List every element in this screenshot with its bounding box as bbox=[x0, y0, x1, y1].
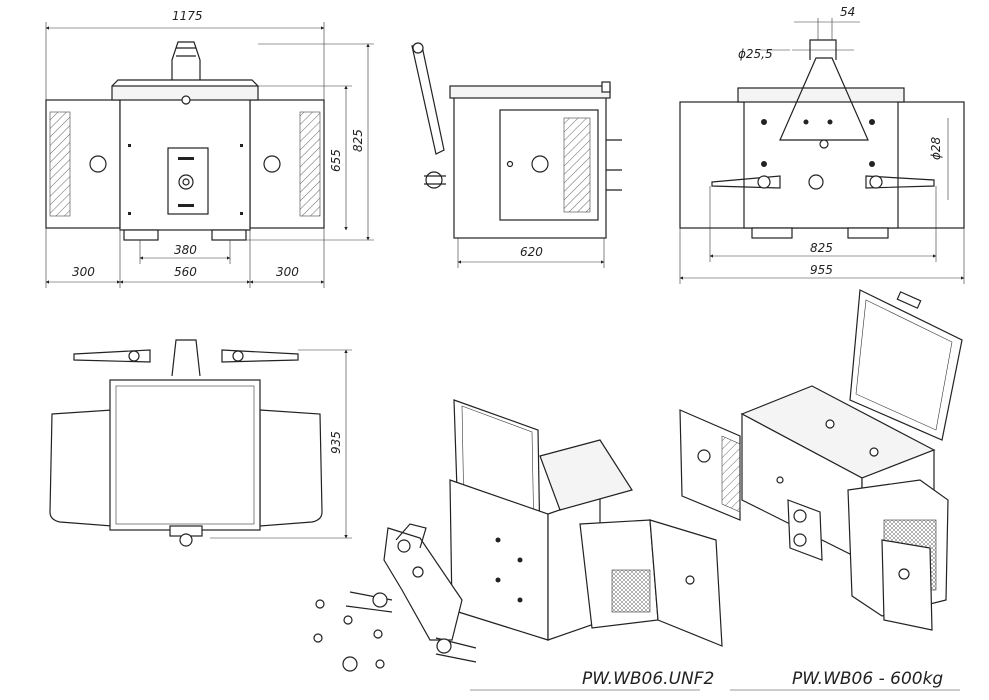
dim-pin-diameter: ϕ25,5 bbox=[738, 47, 773, 61]
top-view: 935 bbox=[49, 339, 352, 547]
caption-main: PW.WB06 - 600kg bbox=[792, 669, 943, 689]
dim-foot-spacing: 380 bbox=[174, 243, 197, 257]
dim-overall-width-rear: 955 bbox=[810, 263, 833, 277]
front-view: 1175 655 825 380 300 560 300 bbox=[45, 9, 374, 288]
dim-hitch-pin-diameter: ϕ28 bbox=[929, 136, 943, 160]
dim-length: 935 bbox=[329, 431, 343, 454]
dim-overall-width: 1175 bbox=[172, 9, 203, 23]
dim-height-overall: 825 bbox=[351, 129, 365, 152]
rear-view: 54 ϕ25,5 ϕ28 825 955 bbox=[679, 5, 965, 284]
iso-unf2: PW.WB06.UNF2 bbox=[313, 399, 723, 691]
side-view: 620 bbox=[411, 42, 622, 268]
iso-main: PW.WB06 - 600kg bbox=[679, 289, 963, 691]
dim-side-left: 300 bbox=[72, 265, 95, 279]
dim-side-right: 300 bbox=[276, 265, 299, 279]
dim-center: 560 bbox=[174, 265, 197, 279]
dim-lower-width: 825 bbox=[810, 241, 833, 255]
dim-pin-offset: 54 bbox=[840, 5, 855, 19]
dim-height-inner: 655 bbox=[329, 149, 343, 172]
dim-depth: 620 bbox=[520, 245, 543, 259]
caption-unf2: PW.WB06.UNF2 bbox=[582, 669, 714, 689]
